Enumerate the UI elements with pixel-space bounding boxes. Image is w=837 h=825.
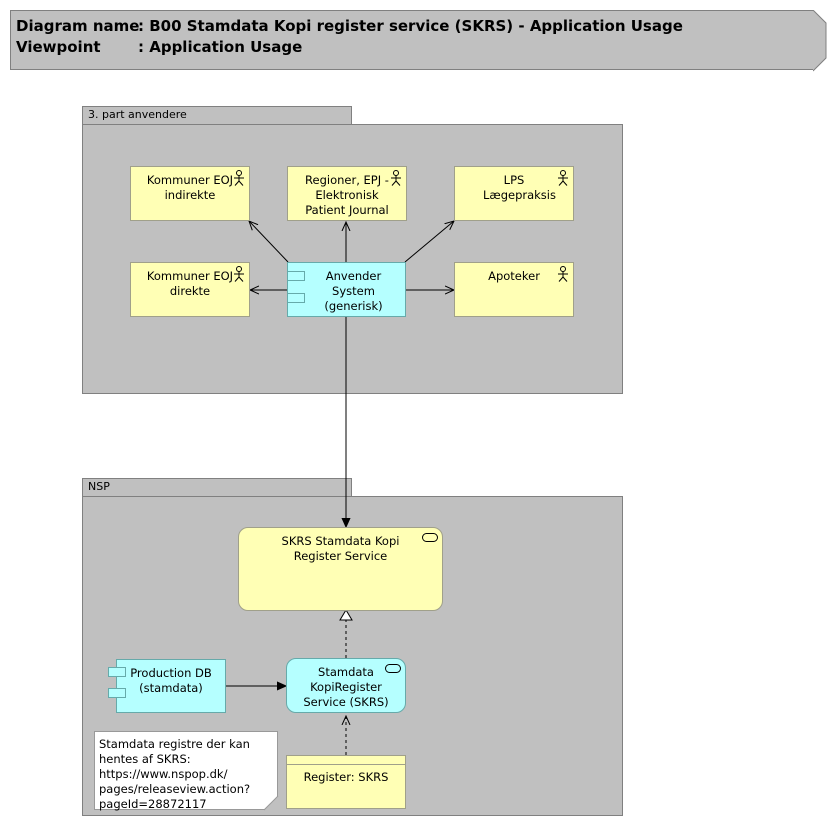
- diagram-header: Diagram name : B00 Stamdata Kopi registe…: [10, 10, 827, 72]
- actor-icon: [558, 266, 568, 282]
- data-object-header: [287, 756, 405, 765]
- component-icon-top: [287, 271, 305, 281]
- edge-to-kommuner-indirekte[interactable]: [249, 221, 289, 263]
- node-label: SKRS Stamdata Kopi Register Service: [281, 534, 400, 563]
- service-icon: [422, 533, 438, 542]
- actor-icon: [234, 170, 244, 186]
- node-kommuner-eoj-indirekte[interactable]: Kommuner EOJ indirekte: [130, 166, 250, 221]
- service-icon: [385, 664, 401, 673]
- node-production-db[interactable]: Production DB (stamdata): [108, 659, 226, 713]
- node-label: Stamdata KopiRegister Service (SKRS): [303, 665, 389, 709]
- node-label: Regioner, EPJ - Elektronisk Patient Jour…: [305, 173, 389, 217]
- diagram-name-row: Diagram name : B00 Stamdata Kopi registe…: [16, 17, 683, 35]
- node-label: LPS Lægepraksis: [483, 173, 556, 202]
- node-label: Anvender System (generisk): [324, 269, 383, 313]
- node-regioner-epj[interactable]: Regioner, EPJ - Elektronisk Patient Jour…: [287, 166, 407, 221]
- viewpoint-row: Viewpoint : Application Usage: [16, 38, 302, 56]
- node-apoteker[interactable]: Apoteker: [454, 262, 574, 317]
- diagram-name-value: : B00 Stamdata Kopi register service (SK…: [138, 17, 683, 35]
- actor-icon: [234, 266, 244, 282]
- node-label: Apoteker: [488, 269, 540, 283]
- viewpoint-key: Viewpoint: [16, 38, 101, 56]
- viewpoint-value: : Application Usage: [138, 38, 303, 56]
- node-label: Kommuner EOJ direkte: [146, 269, 234, 298]
- node-lps-laegepraksis[interactable]: LPS Lægepraksis: [454, 166, 574, 221]
- actor-icon: [558, 170, 568, 186]
- note-text: Stamdata registre der kan hentes af SKRS…: [99, 737, 251, 811]
- component-icon-bottom: [287, 293, 305, 303]
- component-icon-top: [108, 667, 126, 677]
- group-label-nsp: NSP: [88, 480, 110, 493]
- edge-to-lps[interactable]: [404, 221, 454, 263]
- node-register-skrs[interactable]: Register: SKRS: [286, 755, 406, 809]
- component-icon-bottom: [108, 688, 126, 698]
- realization-arrowhead: [339, 609, 353, 621]
- node-skrs-service[interactable]: SKRS Stamdata Kopi Register Service: [238, 527, 443, 611]
- group-label-third-party: 3. part anvendere: [88, 108, 187, 121]
- node-anvender-system[interactable]: Anvender System (generisk): [287, 262, 406, 317]
- note-stamdata-registre[interactable]: Stamdata registre der kan hentes af SKRS…: [94, 731, 278, 811]
- diagram-name-key: Diagram name: [16, 17, 140, 35]
- note-corner: [264, 796, 279, 811]
- header-corner: [813, 10, 827, 72]
- node-kommuner-eoj-direkte[interactable]: Kommuner EOJ direkte: [130, 262, 250, 317]
- node-kopiregister-service[interactable]: Stamdata KopiRegister Service (SKRS): [286, 658, 406, 713]
- actor-icon: [391, 170, 401, 186]
- node-label: Kommuner EOJ indirekte: [146, 173, 234, 202]
- node-label: Production DB (stamdata): [130, 666, 212, 695]
- node-label: Register: SKRS: [303, 770, 389, 784]
